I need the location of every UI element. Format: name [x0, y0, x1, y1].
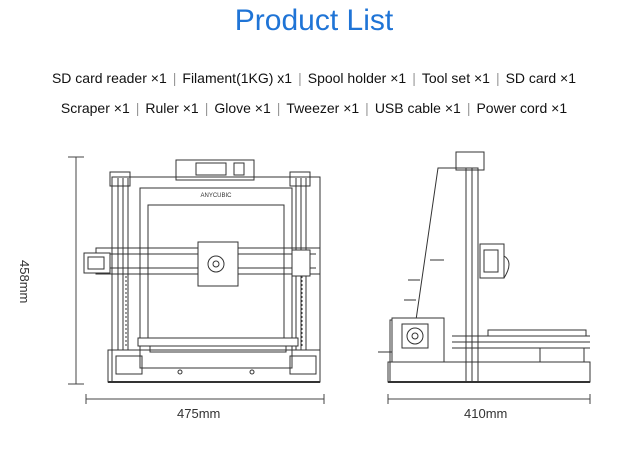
brand-label: ANYCUBIC	[200, 193, 232, 199]
list-item: Scraper ×1	[60, 100, 130, 116]
separator: |	[466, 100, 471, 116]
side-depth-dimension-label: 410mm	[464, 406, 508, 421]
list-item: Spool holder ×1	[307, 70, 407, 86]
front-width-dimension-line	[85, 394, 325, 404]
list-item: USB cable ×1	[374, 100, 461, 116]
printer-front-view	[83, 159, 321, 383]
list-item: Tweezer ×1	[286, 100, 360, 116]
list-item: SD card reader ×1	[51, 70, 167, 86]
list-item: Glove ×1	[214, 100, 271, 116]
separator: |	[172, 70, 177, 86]
separator: |	[412, 70, 416, 86]
separator: |	[204, 100, 209, 116]
list-item: Tool set ×1	[421, 70, 490, 86]
side-depth-dimension-line	[387, 394, 591, 404]
separator: |	[365, 100, 369, 116]
separator: |	[298, 70, 302, 86]
list-item: Filament(1KG) x1	[182, 70, 293, 86]
separator: |	[276, 100, 281, 116]
page-title: Product List	[234, 4, 394, 37]
separator: |	[495, 70, 500, 86]
height-dimension-label: 458mm	[17, 260, 32, 304]
item-list-row-1: SD card reader ×1 | Filament(1KG) x1 | Spool…	[0, 70, 628, 86]
list-item: Ruler ×1	[145, 100, 199, 116]
list-item: Power cord ×1	[476, 100, 568, 116]
printer-side-view	[378, 151, 591, 383]
front-width-dimension-label: 475mm	[177, 406, 221, 421]
item-list-row-2: Scraper ×1 | Ruler ×1 | Glove ×1 | Tweezer ×1 |…	[0, 100, 628, 116]
height-dimension-line	[68, 156, 84, 385]
separator: |	[135, 100, 140, 116]
list-item: SD card ×1	[505, 70, 577, 86]
